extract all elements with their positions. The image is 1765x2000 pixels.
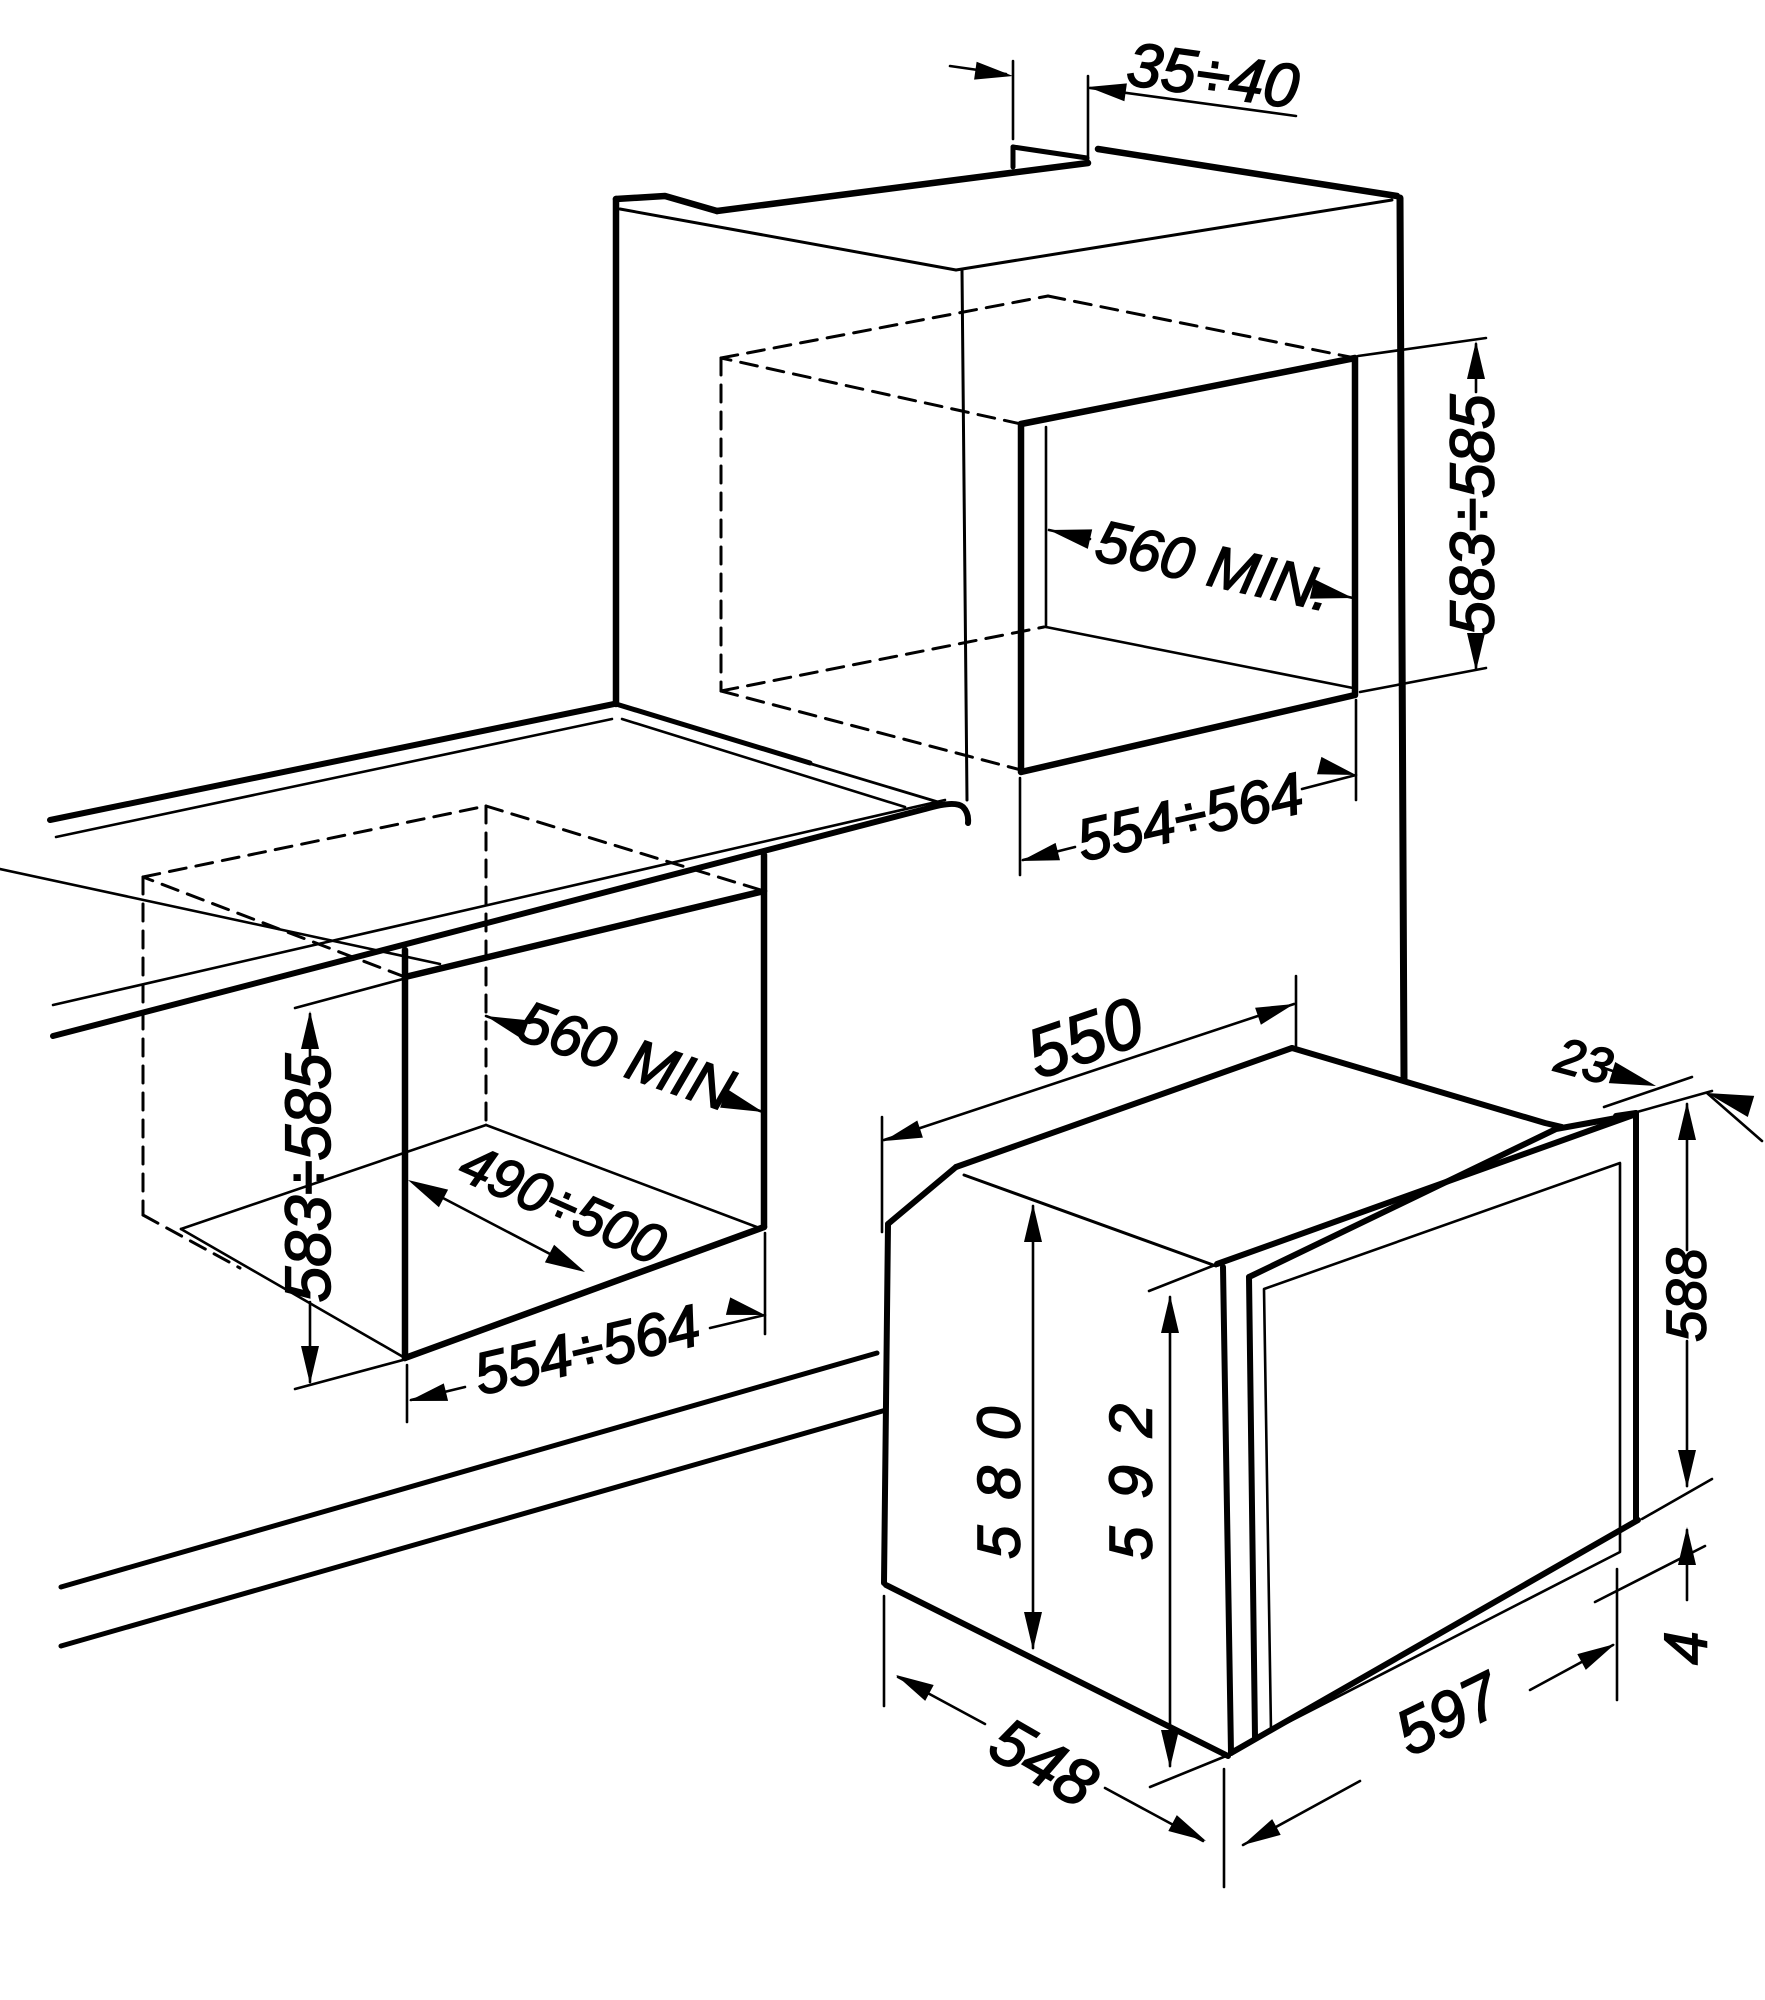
svg-text:583÷585: 583÷585: [272, 1053, 344, 1302]
svg-text:580: 580: [966, 1381, 1033, 1559]
svg-text:583÷585: 583÷585: [1439, 394, 1508, 635]
svg-text:4: 4: [1653, 1631, 1720, 1664]
svg-text:588: 588: [1655, 1248, 1718, 1341]
svg-text:592: 592: [1098, 1376, 1165, 1560]
